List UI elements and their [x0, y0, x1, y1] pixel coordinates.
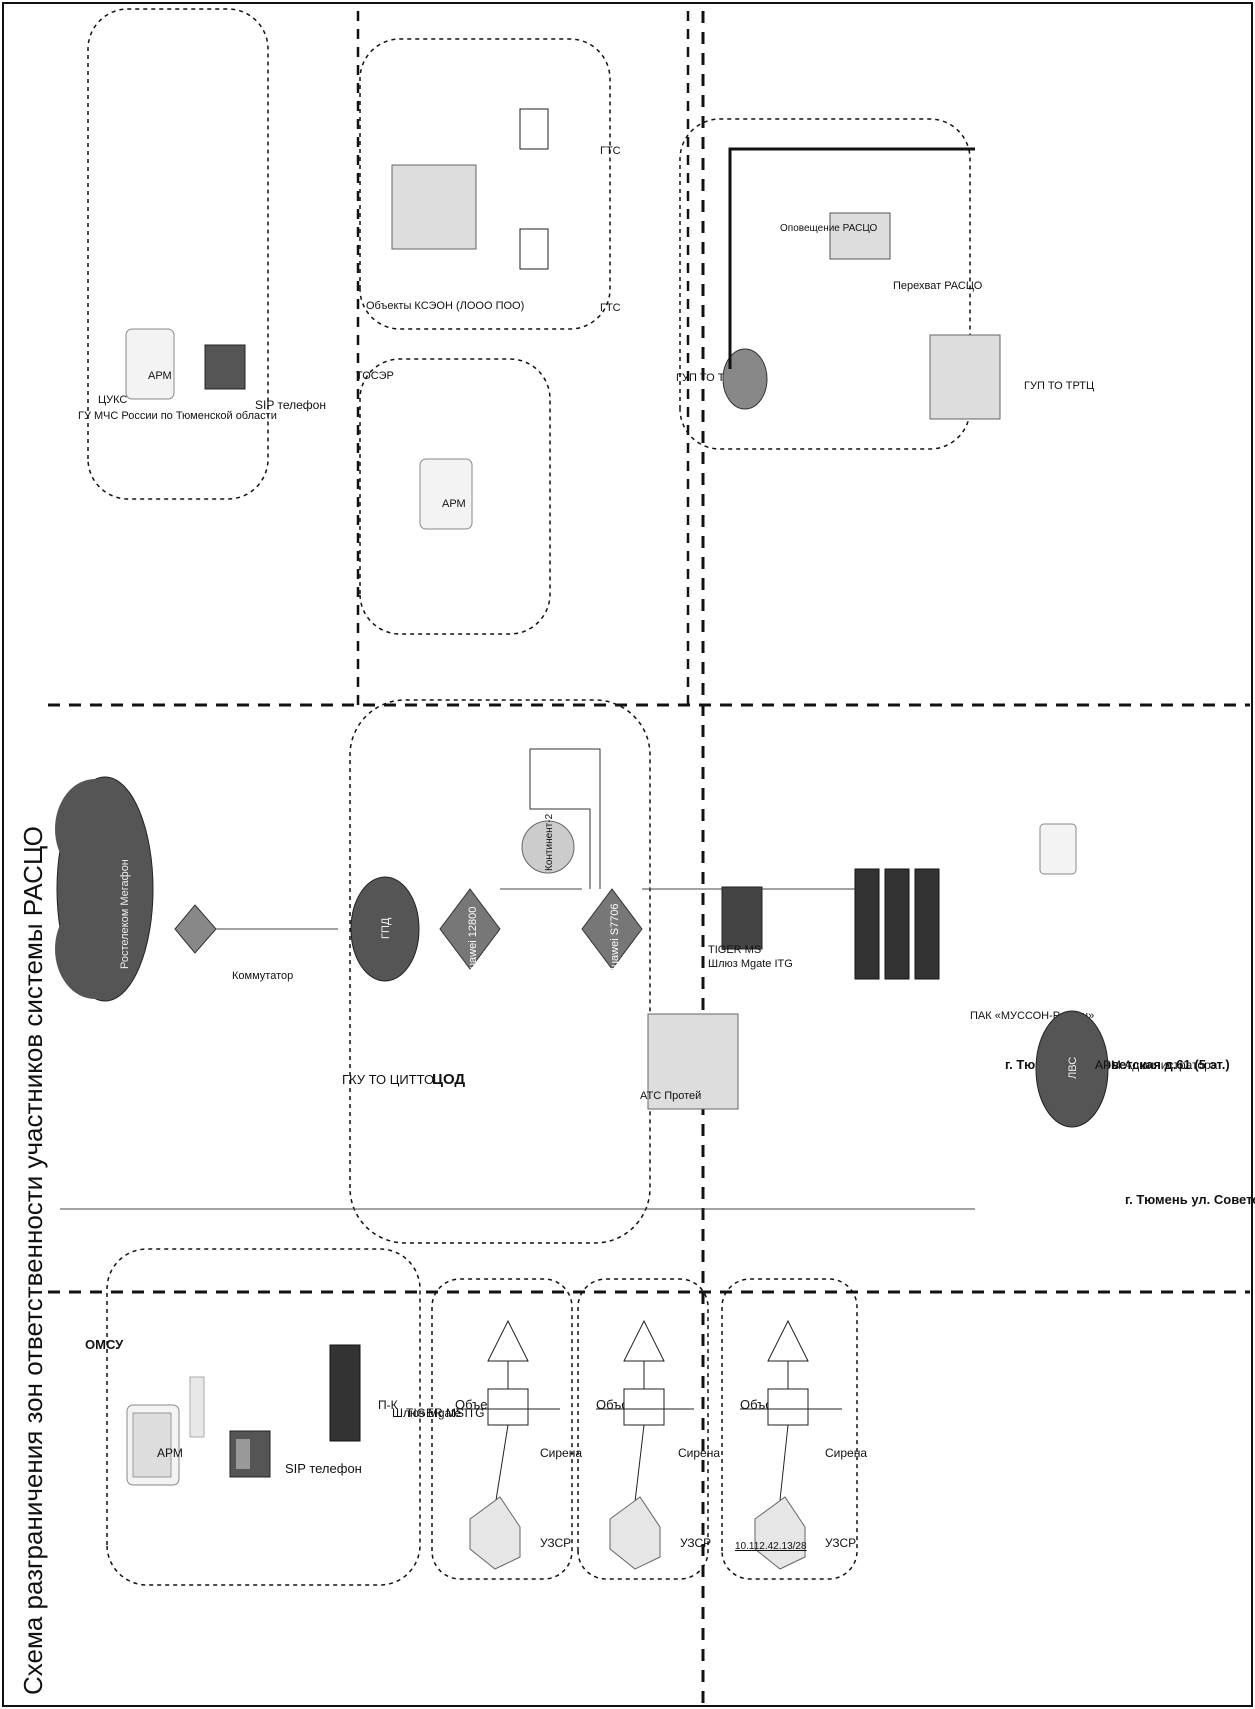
switch-node: Коммутатор — [174, 904, 293, 982]
center-address-2: г. Тюмень ул. Советская д.61 (1 эт. 103 … — [1125, 1192, 1255, 1207]
gpd-cloud: ГПД — [350, 876, 420, 982]
omsu-title: ОМСУ — [85, 1337, 124, 1352]
huawei2-label: Huawei S7706 — [609, 903, 621, 975]
omsu-zone — [106, 1248, 421, 1586]
router-icon — [581, 888, 643, 970]
siren-icon — [623, 1388, 665, 1426]
tosar-title: ТОСЭР — [356, 370, 394, 382]
admin-arm-label: АРМ Администратора — [1095, 1058, 1218, 1072]
gts-right-icon — [519, 108, 549, 150]
router-icon — [521, 820, 575, 874]
intercept-device-icon — [829, 212, 891, 260]
siren-icon — [767, 1388, 809, 1426]
lvs-label: ЛВС — [1067, 1057, 1079, 1079]
object-3-siren: Сирена — [825, 1446, 867, 1460]
gu-mchs-arm: АРМ — [148, 370, 172, 382]
cloud-icon — [350, 876, 420, 982]
omsu-sip-label: SIP телефон — [285, 1461, 362, 1476]
switch-icon — [174, 904, 217, 954]
rostelecom-label: Ростелеком Мегафон — [119, 859, 131, 969]
tosar-gts-right: ГТС — [600, 145, 621, 157]
tosar-arm-zone — [359, 358, 551, 635]
gateway-icon — [329, 1344, 361, 1442]
gts-left-icon — [519, 228, 549, 270]
building-icon — [391, 164, 477, 250]
lvs-cloud: ЛВС — [1035, 1010, 1109, 1128]
gu-mchs-sip: SIP телефон — [255, 398, 326, 412]
tosar-gts-left: ГТС — [600, 302, 621, 314]
server-rack-icon — [884, 868, 910, 980]
omsu-arm-workstation: АРМ — [126, 1376, 205, 1486]
object-1-uzsr: УЗСР — [540, 1536, 571, 1550]
center-gateway-line2: TIGER MS — [708, 944, 761, 956]
rotated-diagram: Схема разграничения зон ответственности … — [18, 5, 1255, 1703]
tosar-kseon-zone — [359, 38, 611, 330]
building-icon — [929, 334, 1001, 420]
huawei-12800: Huawei 12800 — [439, 888, 501, 977]
kontinent-link — [529, 748, 601, 889]
object-3-uzsr: УЗСР — [825, 1536, 856, 1550]
tosar-arm: АРМ — [442, 498, 466, 510]
huawei1-label: Huawei 12800 — [467, 907, 479, 977]
omsu-gateway-line3: TIGER MS — [406, 1406, 464, 1420]
huawei-s7706: Huawei S7706 — [581, 888, 643, 975]
gateway-icon — [721, 886, 763, 950]
cloud-icon — [1035, 1010, 1109, 1128]
cod-title: ЦОД — [432, 1071, 465, 1088]
object-1-siren: Сирена — [540, 1446, 582, 1460]
tosar-kseon-title: Объекты КСЭОН (ЛООО ПОО) — [366, 300, 524, 312]
monitor-icon — [125, 328, 175, 400]
uzsr-icon — [754, 1496, 806, 1570]
alert-arrow — [728, 147, 975, 369]
omsu-gateway: П-К Шлюз Mgate ITG TIGER MS — [329, 1344, 485, 1442]
omsu-arm-label: АРМ — [157, 1446, 183, 1460]
switch-label: Коммутатор — [232, 970, 293, 982]
server-rack-icon — [854, 868, 880, 980]
satellite-dish-icon — [722, 348, 768, 410]
cod-zone — [349, 699, 651, 1244]
gup-station: ГУП ТО ТРТЦ — [1024, 380, 1094, 392]
object-2-siren: Сирена — [678, 1446, 720, 1460]
uzsr-icon — [469, 1496, 521, 1570]
gpd-label: ГПД — [380, 917, 392, 939]
object-2-zone: Объект 2 Сирена УЗСР — [577, 1278, 720, 1580]
kontinent-2: Континент-2 — [521, 813, 575, 874]
gu-mchs-zone — [87, 8, 269, 500]
monitor-icon — [1039, 823, 1077, 875]
gu-mchs-subtitle: ЦУКС — [98, 394, 127, 406]
rostelecom-cloud: Ростелеком Мегафон — [55, 776, 154, 1002]
object-1-zone: Объект 1 Сирена УЗСР — [431, 1278, 582, 1580]
center-gateway-line1: Шлюз Mgate ITG — [708, 958, 793, 970]
keyboard-icon — [189, 1376, 205, 1438]
gup-zone — [679, 118, 971, 450]
gup-alert: Оповещение РАСЦО — [780, 223, 877, 234]
gu-mchs-title: ГУ МЧС России по Тюменской области — [78, 410, 277, 422]
ats-label: АТС Протей — [640, 1090, 701, 1102]
siren-icon — [487, 1388, 529, 1426]
monitor-icon — [419, 458, 473, 530]
server-icon — [647, 1013, 739, 1110]
sip-phone-icon — [204, 344, 246, 390]
object-2-uzsr: УЗСР — [680, 1536, 711, 1550]
omsu-sip-phone: SIP телефон — [229, 1430, 362, 1478]
server-rack-icon — [914, 868, 940, 980]
router-icon — [439, 888, 501, 970]
object-3-ip: 10.112.42.13/28 — [735, 1541, 807, 1552]
omsu-gateway-line1: П-К — [378, 1398, 398, 1412]
uzsr-icon — [609, 1496, 661, 1570]
gup-intercept: Перехват РАСЦО — [893, 280, 983, 292]
gku-title: ГКУ ТО ЦИТТО — [342, 1072, 434, 1087]
center-gateway: Шлюз Mgate ITG TIGER MS — [708, 886, 793, 970]
diagram-title: Схема разграничения зон ответственности … — [18, 826, 48, 1695]
object-3-zone: Объект 3 Сирена УЗСР 10.112.42.13/28 — [721, 1278, 867, 1580]
kontinent-label: Континент-2 — [544, 813, 555, 871]
admin-arm: АРМ Администратора — [1039, 823, 1218, 1072]
ats-protei: АТС Протей — [640, 1013, 739, 1110]
